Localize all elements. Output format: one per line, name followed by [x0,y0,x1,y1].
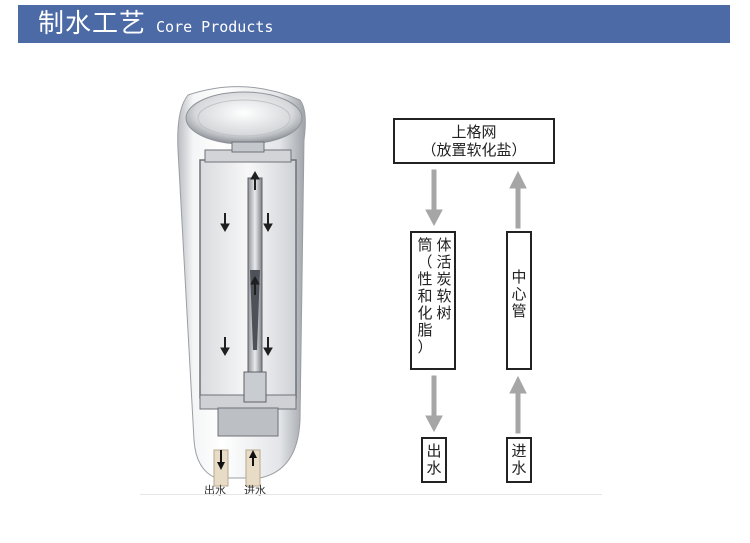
header-banner: 制水工艺 Core Products [18,5,730,43]
flowchart-arrows [425,169,527,434]
resin-col-right: 体 活 炭 软 树 [436,236,452,322]
flow-arrows-inside [220,170,273,357]
header-title-en: Core Products [156,18,274,36]
header-title-cn: 制水工艺 [38,9,147,39]
center-pipe-text: 中 心 管 [511,268,527,320]
inlet-label: 进水 [244,484,266,497]
outlet-box: 出 水 [421,437,447,483]
inlet-box: 进 水 [506,437,532,483]
resin-col-left: 筒 （ 性 和 化 脂 ） [417,236,433,356]
top-screen-line1: 上格网 [451,123,497,141]
top-screen-box: 上格网 （放置软化盐） [393,118,555,164]
outlet-label: 出水 [204,484,226,497]
resin-box: 筒 （ 性 和 化 脂 ） 体 活 炭 软 树 [410,231,456,370]
pipes [213,449,261,487]
center-pipe-box: 中 心 管 [506,231,532,370]
top-screen-line2: （放置软化盐） [421,141,527,159]
baseline-divider [140,494,602,495]
